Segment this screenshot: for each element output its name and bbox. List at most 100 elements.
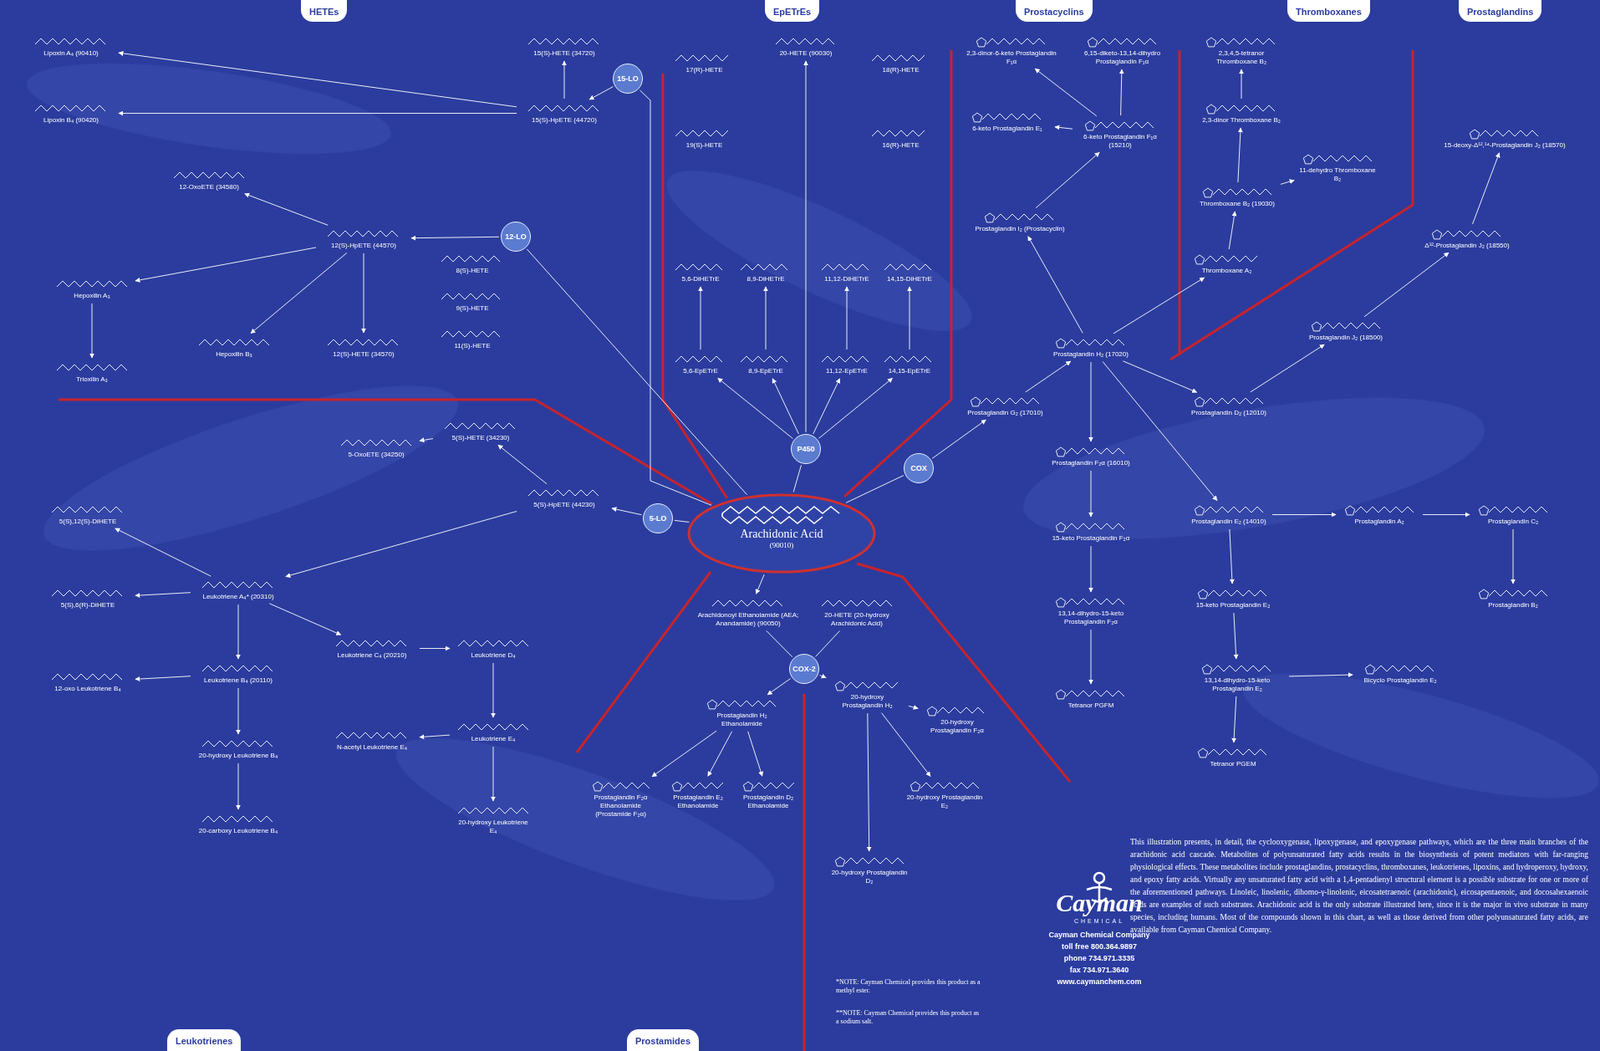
ring-bond: [592, 781, 602, 791]
chain-bond: [1204, 397, 1264, 404]
structure-sketch: [1194, 745, 1272, 760]
compound-name: 20-hydroxy Leukotriene B₄: [194, 751, 282, 760]
compound-name: 15(S)-HETE (34720): [520, 49, 608, 58]
compound-node: Prostaglandin E₂ Ethanolamide: [664, 777, 732, 812]
ring-bond: [1202, 188, 1213, 198]
reaction-arrow: [135, 247, 316, 281]
compound-name: Hepoxilin A₃: [52, 291, 132, 301]
reaction-arrow: [1364, 252, 1449, 317]
compound-node: Tetranor PGFM: [1044, 685, 1137, 712]
chain-bond: [740, 264, 788, 271]
compound-name: Leukotriene B₄ (20110): [194, 676, 282, 685]
compound-node: 12(S)-HpETE (44570): [317, 225, 410, 252]
reaction-arrow: [793, 464, 801, 492]
reaction-arrow: [250, 252, 347, 333]
structure-sketch: [1475, 586, 1551, 601]
compound-name: Tetranor PGFM: [1047, 701, 1135, 710]
reaction-arrow: [118, 52, 517, 108]
chain-bond: [202, 665, 273, 672]
chain-bond: [775, 38, 835, 45]
compound-node: 15-keto Prostaglandin F₂α: [1044, 518, 1137, 545]
ring-bond: [1478, 505, 1488, 515]
chain-bond: [173, 172, 245, 179]
ring-bond: [976, 37, 986, 47]
substrate-ellipse: Arachidonic Acid(90010): [687, 493, 877, 574]
structure-sketch: [1052, 519, 1130, 534]
compound-node: 5(S)-HpETE (44230): [518, 484, 611, 511]
structure-sketch: [1475, 503, 1551, 517]
structure-sketch: [1341, 503, 1417, 517]
reaction-arrow: [1035, 152, 1100, 208]
substrate-name: Arachidonic Acid: [687, 527, 877, 541]
chain-bond: [1442, 230, 1501, 237]
ring-bond: [1194, 397, 1204, 407]
compound-name: 8(S)-HETE: [437, 266, 508, 276]
compound-node: Lipoxin B₄ (90420): [25, 100, 118, 127]
compound-name: 20-hydroxy Leukotriene E₄: [453, 818, 533, 836]
chain-bond: [444, 422, 515, 429]
chain-bond: [675, 130, 729, 137]
chain-bond: [982, 113, 1041, 120]
compound-name: Prostaglandin F₂α (16010): [1047, 458, 1135, 468]
compound-node: 20-hydroxy Leukotriene E₄: [451, 802, 536, 837]
structure-sketch: [672, 260, 729, 275]
compound-name: Leukotriene E₄: [453, 734, 533, 744]
enzyme-label: 15-LO: [616, 74, 639, 83]
compound-node: 20-hydroxy Prostaglandin F₂α: [919, 702, 995, 737]
structure-sketch: [1052, 595, 1130, 609]
compound-node: 5,6-DiHETrE: [668, 259, 733, 286]
compound-node: 11,12-DiHETrE: [815, 259, 879, 286]
reaction-arrow: [1238, 127, 1241, 183]
structure-sketch: [1052, 336, 1130, 350]
ring-bond: [1197, 748, 1208, 758]
compound-node: 11-dehydro Thromboxane B₂: [1295, 150, 1380, 185]
ring-bond: [1087, 37, 1097, 47]
compound-node: Prostaglandin F₂α (16010): [1044, 443, 1137, 469]
enzyme-label: P450: [796, 444, 815, 454]
structure-sketch: [442, 419, 520, 434]
chain-bond: [986, 38, 1045, 45]
chain-bond: [1207, 590, 1267, 597]
compound-name: 2,3,4,5-tetranor Thromboxane B₂: [1197, 49, 1285, 67]
enzyme-label: COX: [910, 463, 928, 473]
chain-bond: [721, 513, 724, 517]
ring-bond: [1431, 229, 1442, 240]
enzyme-circle: 12-LO: [500, 221, 531, 252]
chain-bond: [1212, 665, 1271, 672]
compound-node: 20-hydroxy Prostaglandin E₂: [902, 777, 987, 812]
chain-bond: [458, 807, 529, 814]
reaction-arrow: [1241, 69, 1243, 99]
reaction-arrow: [1229, 529, 1233, 584]
compound-name: 20-hydroxy Prostaglandin F₂α: [922, 718, 993, 735]
chain-bond: [753, 782, 795, 789]
chain-bond: [1321, 322, 1381, 329]
structure-sketch: [1202, 35, 1280, 49]
section-tab: Thromboxanes: [1287, 0, 1371, 22]
enzyme-circle: COX: [903, 453, 934, 484]
compound-name: Trioxilin A₃: [52, 375, 132, 384]
chain-bond: [528, 38, 599, 45]
compound-name: 20-HETE (90030): [771, 49, 841, 58]
compound-node: 12(S)-HETE (34570): [317, 334, 410, 361]
reaction-arrow: [363, 253, 365, 333]
compound-name: 15-deoxy-Δ¹²,¹⁴-Prostaglandin J₂ (18570): [1440, 141, 1570, 150]
structure-sketch: [738, 352, 794, 367]
chain-bond: [56, 280, 128, 287]
reaction-arrow: [772, 378, 799, 434]
chain-bond: [994, 214, 1054, 220]
chain-bond: [845, 682, 898, 688]
reaction-arrow: [564, 61, 566, 99]
compound-name: Thromboxane A₂: [1189, 266, 1264, 276]
chain-bond: [1212, 188, 1272, 195]
section-tab: HETEs: [300, 0, 347, 22]
structure-sketch: [589, 779, 653, 793]
compound-node: N-acetyl Leukotriene E₄: [326, 727, 418, 754]
structure-sketch: [1299, 152, 1376, 166]
section-tab: Leukotrienes: [167, 1029, 241, 1051]
chain-bond: [341, 439, 412, 446]
footnote: **NOTE: Cayman Chemical provides this pr…: [835, 1008, 983, 1026]
structure-sketch: [325, 336, 403, 350]
reaction-arrow: [766, 630, 793, 657]
compound-name: Prostaglandin D₂ (12010): [1189, 408, 1269, 418]
chain-bond: [871, 130, 925, 137]
